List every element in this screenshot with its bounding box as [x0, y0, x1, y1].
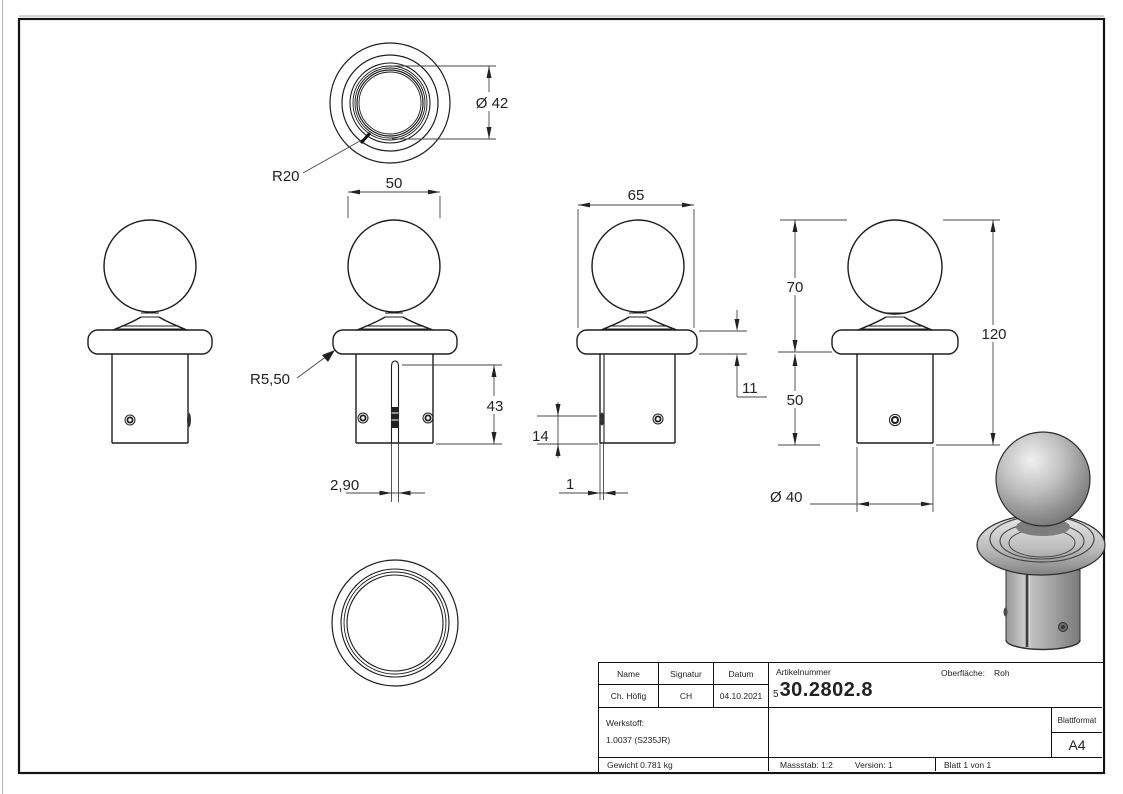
dim-lower-height-label: 50 [787, 392, 804, 409]
front-view [332, 219, 458, 444]
set-screw-hole [124, 414, 136, 426]
title-block-datum-value: 04.10.2021 [714, 685, 769, 708]
dim-body-diameter-label: Ø 40 [770, 489, 803, 506]
surface-label: Oberfläche: [941, 668, 985, 678]
dim-ball-width-label: 50 [386, 175, 403, 192]
dim-flange-diameter: 65 [577, 187, 695, 328]
dim-slot-width-wide: 2,90 [330, 443, 425, 502]
dim-slot-width-wide-label: 2,90 [330, 477, 359, 494]
dim-flange-height-label: 11 [742, 380, 758, 397]
ball [103, 219, 197, 313]
dim-screw-offset-label: 14 [532, 428, 549, 445]
title-block-signatur-value: CH [659, 685, 714, 708]
dim-top-radius-label: R20 [272, 168, 300, 185]
set-screw-hole [422, 412, 434, 424]
render-3d [976, 431, 1106, 651]
set-screw-hole [652, 413, 664, 425]
set-screw-in-slot [391, 407, 399, 428]
scale-cell: Massstab: 1:2 Version: 1 [769, 758, 936, 771]
flange [87, 329, 213, 355]
article-number-prefix: 5 [773, 689, 779, 700]
right-view [831, 219, 959, 444]
dim-total-height-label: 120 [981, 326, 1006, 343]
section-view [576, 219, 698, 444]
set-screw-hole [357, 412, 369, 424]
dim-lower-height: 50 [778, 354, 820, 446]
dim-slot-width-narrow: 1 [559, 443, 628, 500]
set-screw-hole [888, 413, 902, 427]
ball [847, 219, 943, 315]
article-number-cell: Artikelnummer Oberfläche: Roh 5 30.2802.… [769, 663, 1102, 708]
ball [347, 219, 441, 313]
dim-slot-length: 43 [402, 364, 507, 445]
dim-slot-length-label: 43 [487, 398, 504, 415]
sheet-format-label: Blattformat [1051, 708, 1102, 733]
render-set-screw-edge [1003, 607, 1008, 617]
dim-flange-radius-label: R5,50 [250, 371, 290, 388]
flange [332, 329, 458, 355]
sheet-cell: Blatt 1 von 1 [944, 759, 992, 770]
title-block-name-value: Ch. Höfig [599, 685, 659, 708]
page-edge-line [2, 0, 3, 794]
article-number: 30.2802.8 [779, 679, 874, 701]
dim-top-diameter: Ø 42 [392, 65, 512, 140]
flange [831, 329, 959, 355]
dim-upper-height: 70 [778, 219, 847, 353]
dim-flange-height: 11 [699, 310, 767, 398]
top-view [329, 42, 451, 164]
flange [576, 329, 698, 355]
dim-total-height: 120 [936, 219, 1011, 446]
render-body [1005, 569, 1081, 650]
title-block-name-header: Name [599, 663, 659, 685]
article-number-label: Artikelnummer [776, 667, 831, 677]
version-value: Version: 1 [854, 759, 893, 770]
set-screw-edge [599, 412, 605, 426]
dim-top-diameter-label: Ø 42 [476, 95, 509, 112]
bottom-view [331, 559, 459, 687]
ball [591, 219, 685, 313]
sheet-format-value: A4 [1051, 733, 1102, 758]
weight-cell: Gewicht 0.781 kg [599, 758, 769, 771]
dim-body-diameter: Ø 40 [770, 447, 934, 512]
dim-flange-diameter-label: 65 [628, 187, 645, 204]
side-view [87, 219, 213, 444]
material-cell: Werkstoff: 1.0037 (S235JR) [599, 708, 769, 758]
set-screw-edge [187, 413, 191, 427]
scale-value: Massstab: 1:2 [780, 759, 833, 770]
dim-flange-radius: R5,50 [250, 350, 335, 388]
dim-upper-height-label: 70 [787, 279, 804, 296]
material-value: 1.0037 (S235JR) [606, 735, 671, 745]
title-block-empty-cell [769, 708, 1051, 758]
sheet-frame [17, 15, 1106, 775]
dim-screw-offset: 14 [532, 402, 598, 458]
slot [390, 360, 400, 443]
material-label: Werkstoff: [606, 718, 644, 728]
render-ball [995, 431, 1091, 527]
dim-top-radius: R20 [272, 131, 372, 185]
dim-ball-width: 50 [347, 175, 441, 218]
title-block-datum-header: Datum [714, 663, 769, 685]
title-block: Name Signatur Datum Ch. Höfig CH 04.10.2… [598, 662, 1104, 773]
dim-slot-width-narrow-label: 1 [566, 476, 574, 493]
title-block-signatur-header: Signatur [659, 663, 714, 685]
surface-value: Roh [993, 668, 1010, 678]
